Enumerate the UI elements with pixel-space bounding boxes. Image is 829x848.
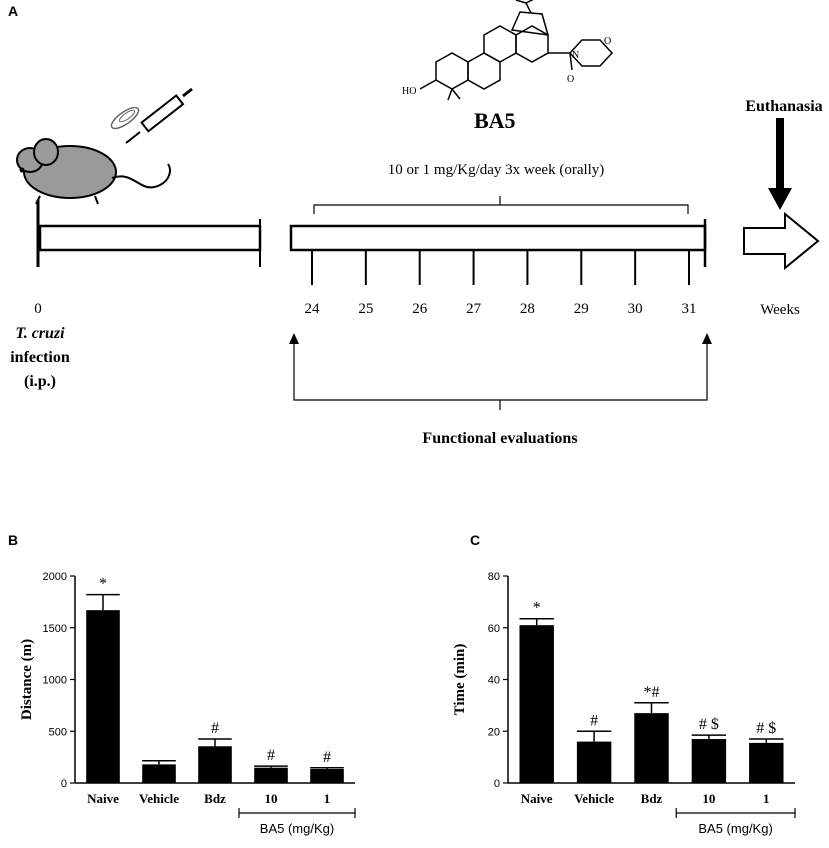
- significance-mark-1: #: [323, 749, 331, 766]
- y-axis-label: Time (min): [452, 644, 468, 716]
- y-tick-label: 80: [488, 571, 500, 583]
- significance-mark-10: #: [267, 747, 275, 764]
- week-label-28: 28: [520, 301, 535, 317]
- y-tick-label: 60: [488, 623, 500, 635]
- structure-label-o: O: [604, 36, 611, 47]
- bar-1: [749, 742, 784, 783]
- panel-a: A: [8, 0, 823, 447]
- structure-label-o2: O: [567, 74, 574, 85]
- weeks-label: Weeks: [760, 302, 800, 318]
- x-tick-label-10: 10: [702, 791, 715, 806]
- eval-arrowhead-left: [289, 333, 299, 344]
- week-label-29: 29: [574, 301, 589, 317]
- functional-evaluations-label: Functional evaluations: [422, 430, 577, 447]
- bar-Naive: [86, 610, 120, 783]
- y-tick-label: 40: [488, 675, 500, 687]
- week-label-24: 24: [305, 301, 321, 317]
- y-tick-label: 1000: [43, 675, 67, 687]
- significance-mark-Naive: *: [99, 576, 107, 593]
- week-label-26: 26: [412, 301, 428, 317]
- infection-label-line3: (i.p.): [24, 373, 56, 390]
- x-tick-label-Bdz: Bdz: [204, 791, 226, 806]
- bar-Vehicle: [142, 764, 176, 783]
- significance-mark-Naive: *: [533, 600, 541, 617]
- bar-Bdz: [198, 746, 232, 783]
- mouse-icon: [16, 138, 171, 205]
- y-tick-label: 0: [494, 778, 500, 790]
- treatment-brace: [313, 196, 689, 214]
- compound-name: BA5: [474, 108, 516, 133]
- dose-text: 10 or 1 mg/Kg/day 3x week (orally): [388, 162, 605, 178]
- syringe-icon: [110, 87, 193, 144]
- panel-a-letter: A: [8, 3, 18, 19]
- significance-mark-10: # $: [699, 716, 719, 733]
- x-tick-label-Naive: Naive: [87, 791, 119, 806]
- y-tick-label: 500: [49, 726, 67, 738]
- significance-mark-Bdz: #: [211, 720, 219, 737]
- significance-mark-Bdz: *#: [644, 684, 660, 701]
- euthanasia-arrow-head: [768, 188, 792, 210]
- eval-brace: [293, 392, 708, 410]
- y-tick-label: 1500: [43, 623, 67, 635]
- week-zero-label: 0: [34, 301, 42, 317]
- x-tick-label-1: 1: [763, 791, 770, 806]
- significance-mark-1: # $: [756, 720, 776, 737]
- x-tick-label-10: 10: [265, 791, 278, 806]
- group-label: BA5 (mg/Kg): [698, 821, 772, 836]
- time-arrow-icon: [743, 211, 820, 271]
- week-label-31: 31: [682, 301, 697, 317]
- week-ticks: 24 25 26 27 28 29 30 31: [305, 250, 697, 317]
- euthanasia-label: Euthanasia: [745, 98, 822, 115]
- significance-mark-Vehicle: #: [590, 712, 598, 729]
- x-tick-label-Vehicle: Vehicle: [139, 791, 179, 806]
- bar-10: [691, 739, 727, 783]
- bar-1: [310, 769, 344, 783]
- x-tick-label-1: 1: [324, 791, 331, 806]
- week-label-30: 30: [628, 301, 643, 317]
- treatment-bar: [289, 224, 707, 252]
- eval-arrowhead-right: [702, 333, 712, 344]
- y-tick-label: 0: [61, 778, 67, 790]
- panel-letter: B: [8, 532, 18, 548]
- x-tick-label-Bdz: Bdz: [641, 791, 663, 806]
- structure-label-ho: HO: [402, 86, 416, 97]
- ba5-structure-diagram: [419, 0, 614, 101]
- bar-Naive: [519, 625, 554, 783]
- y-tick-label: 20: [488, 726, 500, 738]
- group-label: BA5 (mg/Kg): [260, 821, 334, 836]
- week-label-27: 27: [466, 301, 482, 317]
- week-label-25: 25: [358, 301, 373, 317]
- pre-treatment-bar: [38, 224, 262, 252]
- y-tick-label: 2000: [43, 571, 67, 583]
- bar-Vehicle: [576, 741, 612, 783]
- bar-10: [254, 767, 288, 783]
- panel-letter: C: [470, 532, 480, 548]
- x-tick-label-Naive: Naive: [521, 791, 553, 806]
- y-axis-label: Distance (m): [19, 639, 35, 720]
- x-tick-label-Vehicle: Vehicle: [574, 791, 614, 806]
- bar-Bdz: [634, 713, 669, 783]
- infection-label-line1: T. cruzi: [15, 325, 65, 342]
- structure-label-n: N: [572, 50, 579, 61]
- infection-label-line2: infection: [10, 349, 70, 366]
